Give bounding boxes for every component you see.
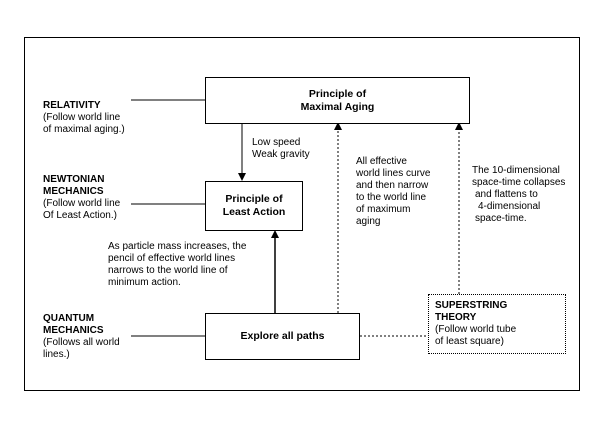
effective-lines-annotation: All effective world lines curve and then…: [356, 156, 430, 228]
particle-mass-line2: pencil of effective world lines: [108, 253, 236, 264]
quantum-title1: QUANTUM: [43, 313, 95, 324]
effective-line1: All effective: [356, 156, 407, 167]
newtonian-desc2: Of Least Action.): [43, 210, 117, 221]
effective-line4: to the world line: [356, 192, 427, 203]
relativity-desc1: (Follow world line: [43, 112, 121, 123]
low-speed-line1: Low speed: [252, 137, 301, 148]
effective-line3: and then narrow: [356, 180, 429, 191]
newtonian-label: NEWTONIAN MECHANICS (Follow world line O…: [43, 174, 120, 222]
maximal-aging-line2: Maximal Aging: [300, 100, 375, 113]
relativity-label: RELATIVITY (Follow world line of maximal…: [43, 100, 125, 136]
quantum-desc1: (Follows all world: [43, 337, 120, 348]
superstring-box: SUPERSTRING THEORY (Follow world tube of…: [428, 294, 566, 354]
superstring-title2: THEORY: [435, 312, 477, 323]
ten-dim-line4: 4-dimensional: [478, 201, 541, 212]
ten-dim-annotation: The 10-dimensional space-time collapses …: [472, 165, 565, 225]
quantum-desc2: lines.): [43, 349, 70, 360]
relativity-title: RELATIVITY: [43, 100, 101, 111]
least-action-box: Principle of Least Action: [205, 181, 303, 231]
newtonian-desc1: (Follow world line: [43, 198, 121, 209]
ten-dim-line3: and flattens to: [475, 189, 538, 200]
effective-line6: aging: [356, 216, 381, 227]
explore-paths-label: Explore all paths: [240, 330, 325, 342]
newtonian-title2: MECHANICS: [43, 186, 104, 197]
effective-line5: of maximum: [356, 204, 411, 215]
ten-dim-line5: space-time.: [475, 213, 527, 224]
low-speed-line2: Weak gravity: [252, 149, 310, 160]
particle-mass-annotation: As particle mass increases, the pencil o…: [108, 241, 246, 289]
quantum-title2: MECHANICS: [43, 325, 104, 336]
superstring-desc1: (Follow world tube: [435, 324, 517, 335]
superstring-title1: SUPERSTRING: [435, 300, 508, 311]
effective-line2: world lines curve: [356, 168, 431, 179]
diagram-frame: [24, 37, 580, 391]
least-action-line1: Principle of: [225, 193, 283, 205]
explore-paths-box: Explore all paths: [205, 313, 360, 360]
low-speed-annotation: Low speed Weak gravity: [252, 137, 310, 161]
ten-dim-line1: The 10-dimensional: [472, 165, 560, 176]
least-action-line2: Least Action: [222, 206, 286, 218]
maximal-aging-line1: Principle of: [308, 87, 367, 100]
superstring-desc2: of least square): [435, 336, 504, 347]
relativity-desc2: of maximal aging.): [43, 124, 125, 135]
maximal-aging-box: Principle of Maximal Aging: [205, 77, 470, 124]
particle-mass-line4: minimum action.: [108, 277, 181, 288]
ten-dim-line2: space-time collapses: [472, 177, 566, 188]
newtonian-title1: NEWTONIAN: [43, 174, 105, 185]
quantum-label: QUANTUM MECHANICS (Follows all world lin…: [43, 313, 120, 361]
particle-mass-line1: As particle mass increases, the: [108, 241, 247, 252]
particle-mass-line3: narrows to the world line of: [108, 265, 228, 276]
